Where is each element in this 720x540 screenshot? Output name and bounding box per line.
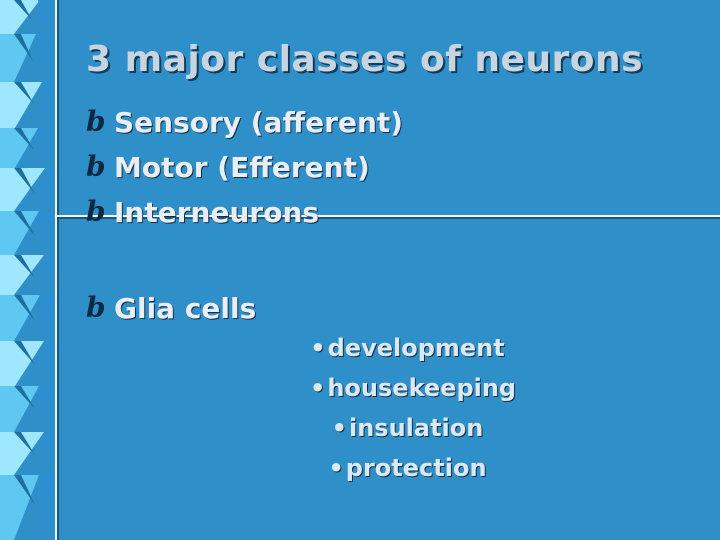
glia-function-item: •protection — [310, 454, 505, 495]
glia-function-label: development — [327, 334, 505, 362]
glia-function-label: insulation — [348, 414, 484, 442]
glia-function-item: •housekeeping — [310, 374, 516, 415]
bullet-icon: b — [86, 195, 106, 228]
glia-function-label: protection — [345, 454, 487, 482]
sub-bullet-icon: • — [328, 454, 344, 482]
vertical-rule — [55, 0, 57, 540]
glia-cells-item: b Glia cells — [86, 292, 256, 332]
glia-function-item: •development — [310, 334, 505, 375]
sub-bullet-icon: • — [310, 334, 326, 362]
slide-title: 3 major classes of neurons — [86, 39, 644, 80]
bullet-icon: b — [86, 291, 106, 324]
glia-cells-label: Glia cells — [114, 292, 257, 325]
horizontal-rule-shadow — [57, 217, 720, 219]
decorative-left-border — [0, 0, 80, 540]
vertical-rule-shadow — [57, 0, 59, 540]
neuron-class-item: b Motor (Efferent) — [86, 153, 403, 198]
glia-function-item: •insulation — [310, 414, 505, 455]
neuron-class-label: Motor (Efferent) — [114, 151, 370, 184]
neuron-class-label: Sensory (afferent) — [114, 106, 404, 139]
neuron-classes-list: b Sensory (afferent) b Motor (Efferent) … — [86, 108, 403, 243]
glia-functions-list: •development •housekeeping •insulation •… — [310, 334, 516, 495]
neuron-class-item: b Sensory (afferent) — [86, 108, 403, 153]
glia-function-label: housekeeping — [327, 374, 517, 402]
sub-bullet-icon: • — [331, 414, 347, 442]
sub-bullet-icon: • — [310, 374, 326, 402]
bullet-icon: b — [86, 150, 106, 183]
bullet-icon: b — [86, 105, 106, 138]
neuron-class-label: Interneurons — [114, 196, 320, 229]
border-pattern — [0, 0, 58, 540]
neuron-class-item: b Interneurons — [86, 198, 403, 243]
horizontal-rule — [55, 215, 720, 217]
